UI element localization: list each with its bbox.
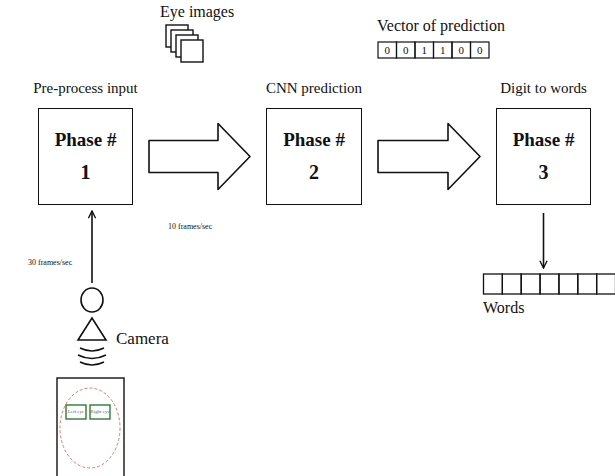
phase-label: Phase # xyxy=(513,129,575,151)
vector-digit: 0 xyxy=(378,42,397,58)
icon-node: Camera xyxy=(70,286,180,376)
phase-label: Phase # xyxy=(55,129,117,151)
rate-label: 10 frames/sec xyxy=(168,222,212,231)
vector-digit: 1 xyxy=(415,42,434,58)
phase-box: Digit to wordsPhase # 3 xyxy=(496,80,591,205)
phase-frame: Phase # 1 xyxy=(38,108,133,205)
eye-images-icon xyxy=(166,25,203,62)
vector-digit: 1 xyxy=(434,42,453,58)
eye-label: Right eye xyxy=(90,409,110,415)
block-arrow xyxy=(378,124,480,190)
flow-arrow xyxy=(91,211,93,283)
eye-label: Left eye xyxy=(66,409,86,415)
prediction-vector-cells xyxy=(378,42,489,58)
phase-heading: Digit to words xyxy=(500,80,587,97)
phase-frame: Phase # 3 xyxy=(496,108,591,205)
icon-node: Words xyxy=(483,272,615,320)
section-label: Vector of prediction xyxy=(377,17,505,35)
vector-digit: 0 xyxy=(397,42,416,58)
phase-box: Pre-process inputPhase #1 xyxy=(38,80,133,205)
vector-digit: 0 xyxy=(471,42,490,58)
camera-icon xyxy=(78,288,106,365)
phase-box: CNN predictionPhase # 2 xyxy=(266,80,362,205)
word-cells xyxy=(484,274,615,294)
phase-number: 1 xyxy=(81,161,91,184)
rate-label: 30 frames/sec xyxy=(28,258,72,267)
phase-heading: Pre-process input xyxy=(33,80,138,97)
icon-caption: Words xyxy=(483,299,524,317)
phase-heading: CNN prediction xyxy=(266,80,362,97)
phase-number: 3 xyxy=(539,161,549,184)
flow-arrow xyxy=(543,213,545,268)
icon-caption: Camera xyxy=(116,329,169,349)
block-arrow xyxy=(149,124,250,190)
phase-label: Phase # xyxy=(283,129,345,151)
screen-illustration xyxy=(57,378,124,476)
phase-number: 2 xyxy=(309,161,319,184)
phase-frame: Phase # 2 xyxy=(266,108,362,205)
section-label: Eye images xyxy=(160,3,234,21)
vector-digit: 0 xyxy=(452,42,471,58)
